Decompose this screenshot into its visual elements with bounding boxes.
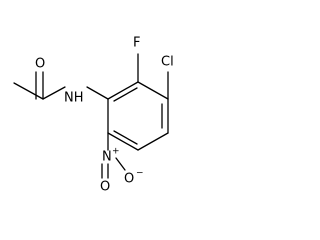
atom-label-carbonyl-oxygen: O — [35, 57, 45, 72]
bond-amide-n-carbonyl-c — [42, 86, 66, 100]
atom-label-amide-nitrogen: NH — [64, 91, 84, 106]
ring-bond-c1-c2 — [107, 81, 139, 100]
charge-nitro-oxygen-right: − — [136, 169, 144, 179]
bond-carbonyl-c-methyl — [13, 82, 44, 100]
atom-label-nitro-nitrogen: N — [102, 150, 112, 165]
ring-double-bond-c5-c6 — [113, 130, 138, 145]
charge-nitro-nitrogen: + — [112, 147, 120, 157]
ring-bond-c4-c5 — [137, 132, 169, 151]
ring-bond-c5-c6 — [107, 132, 139, 151]
atom-label-fluorine: F — [133, 36, 140, 51]
benzene-ring — [107, 81, 169, 151]
bond-c1-amide-n — [86, 86, 109, 100]
bond-nitro-n-o-right — [115, 157, 126, 171]
chemical-structure-diagram: Cl F O NH N + O O − — [13, 36, 174, 195]
atom-label-nitro-oxygen-right: O — [124, 172, 134, 187]
atom-label-nitro-oxygen-top: O — [100, 180, 110, 195]
atom-label-chlorine: Cl — [161, 55, 174, 70]
ring-bond-c2-c3 — [137, 81, 169, 100]
ring-double-bond-c1-c2 — [113, 87, 138, 102]
